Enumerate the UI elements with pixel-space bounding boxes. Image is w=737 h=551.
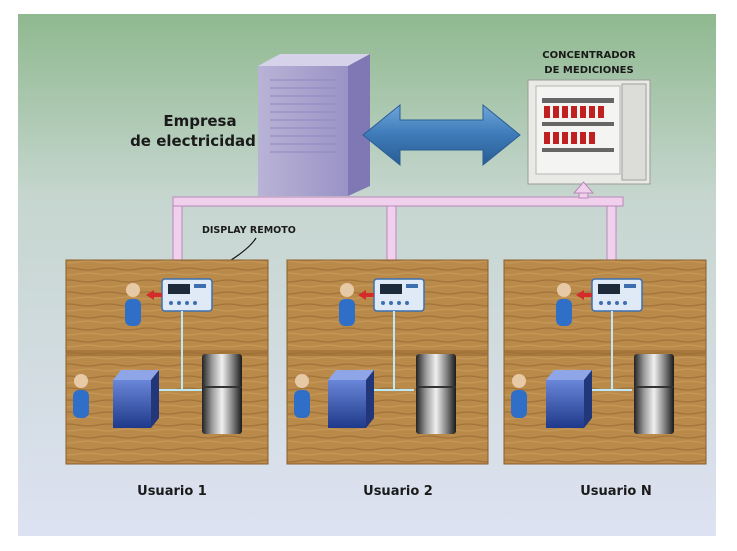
concentrator-label-line1: CONCENTRADOR <box>542 50 636 61</box>
washing-machine-icon <box>113 370 159 428</box>
user-panel-1 <box>65 259 269 465</box>
display-label: DISPLAY REMOTO <box>202 225 296 236</box>
concentrator-cabinet-icon <box>527 79 651 185</box>
person-icon <box>294 374 310 418</box>
user-label-n: Usuario N <box>580 484 652 499</box>
user-panel-n <box>503 259 707 465</box>
red-arrow <box>146 290 162 300</box>
red-arrow <box>576 290 592 300</box>
remote-display-icon <box>591 278 643 312</box>
washing-machine-icon <box>546 370 592 428</box>
person-icon <box>339 283 355 326</box>
diagram: Empresa de electricidad CONCENTRADOR DE … <box>18 14 716 536</box>
user-panel-2 <box>286 259 489 465</box>
refrigerator-icon <box>634 354 674 434</box>
user-label-2: Usuario 2 <box>363 484 433 499</box>
remote-display-icon <box>373 278 425 312</box>
remote-display-icon <box>161 278 213 312</box>
red-arrow <box>358 290 374 300</box>
user-label-1: Usuario 1 <box>137 484 207 499</box>
refrigerator-icon <box>416 354 456 434</box>
person-icon <box>125 283 141 326</box>
person-icon <box>73 374 89 418</box>
server-tower-icon <box>258 54 370 196</box>
washing-machine-icon <box>328 370 374 428</box>
bidirectional-arrow <box>362 103 521 167</box>
utility-label-line1: Empresa <box>163 112 236 130</box>
person-icon <box>556 283 572 326</box>
utility-label-line2: de electricidad <box>130 132 256 150</box>
refrigerator-icon <box>202 354 242 434</box>
person-icon <box>511 374 527 418</box>
concentrator-label-line2: DE MEDICIONES <box>544 65 633 76</box>
